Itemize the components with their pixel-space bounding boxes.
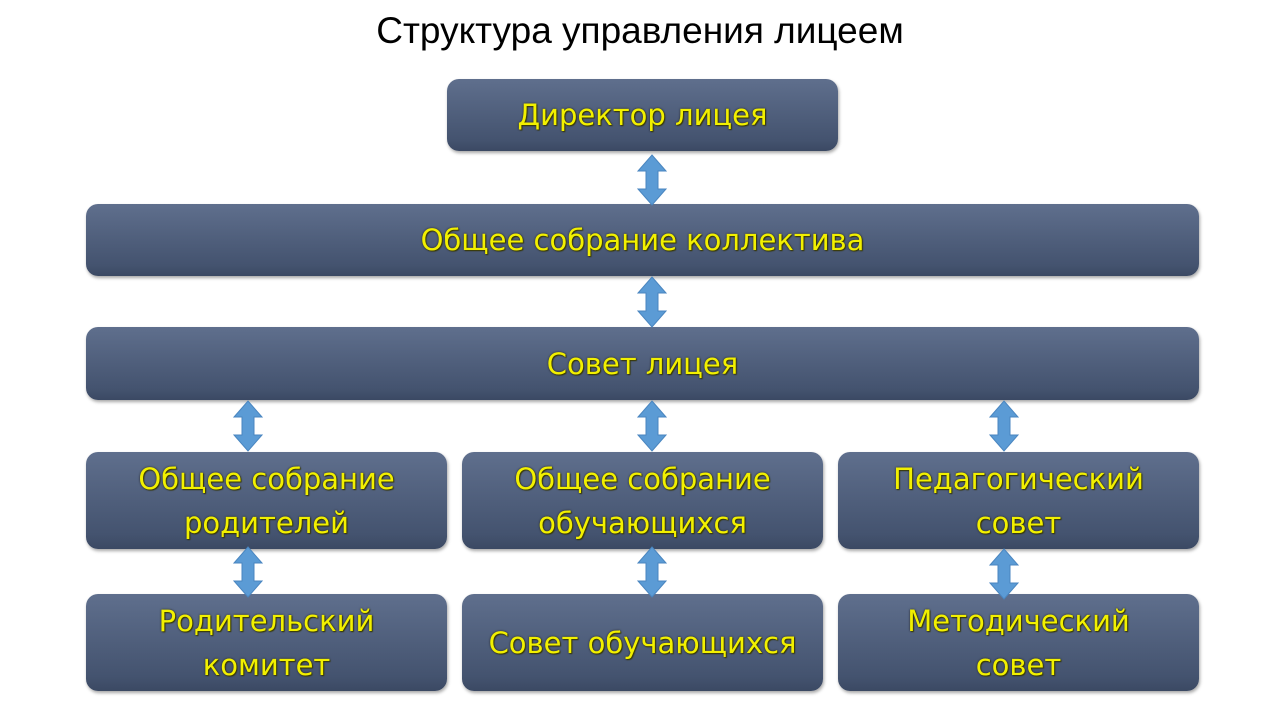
node-pedagogical-council: Педагогический совет [838, 452, 1199, 549]
node-parents-committee: Родительский комитет [86, 594, 447, 691]
node-students-meeting: Общее собрание обучающихся [462, 452, 823, 549]
node-parents-meeting: Общее собрание родителей [86, 452, 447, 549]
double-arrow-icon [637, 276, 667, 328]
double-arrow-icon [989, 400, 1019, 452]
double-arrow-icon [637, 154, 667, 206]
double-arrow-icon [637, 546, 667, 598]
double-arrow-icon [989, 548, 1019, 600]
double-arrow-icon [233, 400, 263, 452]
node-general-meeting: Общее собрание коллектива [86, 204, 1199, 276]
node-methodical-council: Методический совет [838, 594, 1199, 691]
node-students-council: Совет обучающихся [462, 594, 823, 691]
page-title: Структура управления лицеем [376, 10, 904, 51]
node-director: Директор лицея [447, 79, 838, 151]
double-arrow-icon [233, 546, 263, 598]
node-council: Совет лицея [86, 327, 1199, 400]
double-arrow-icon [637, 400, 667, 452]
